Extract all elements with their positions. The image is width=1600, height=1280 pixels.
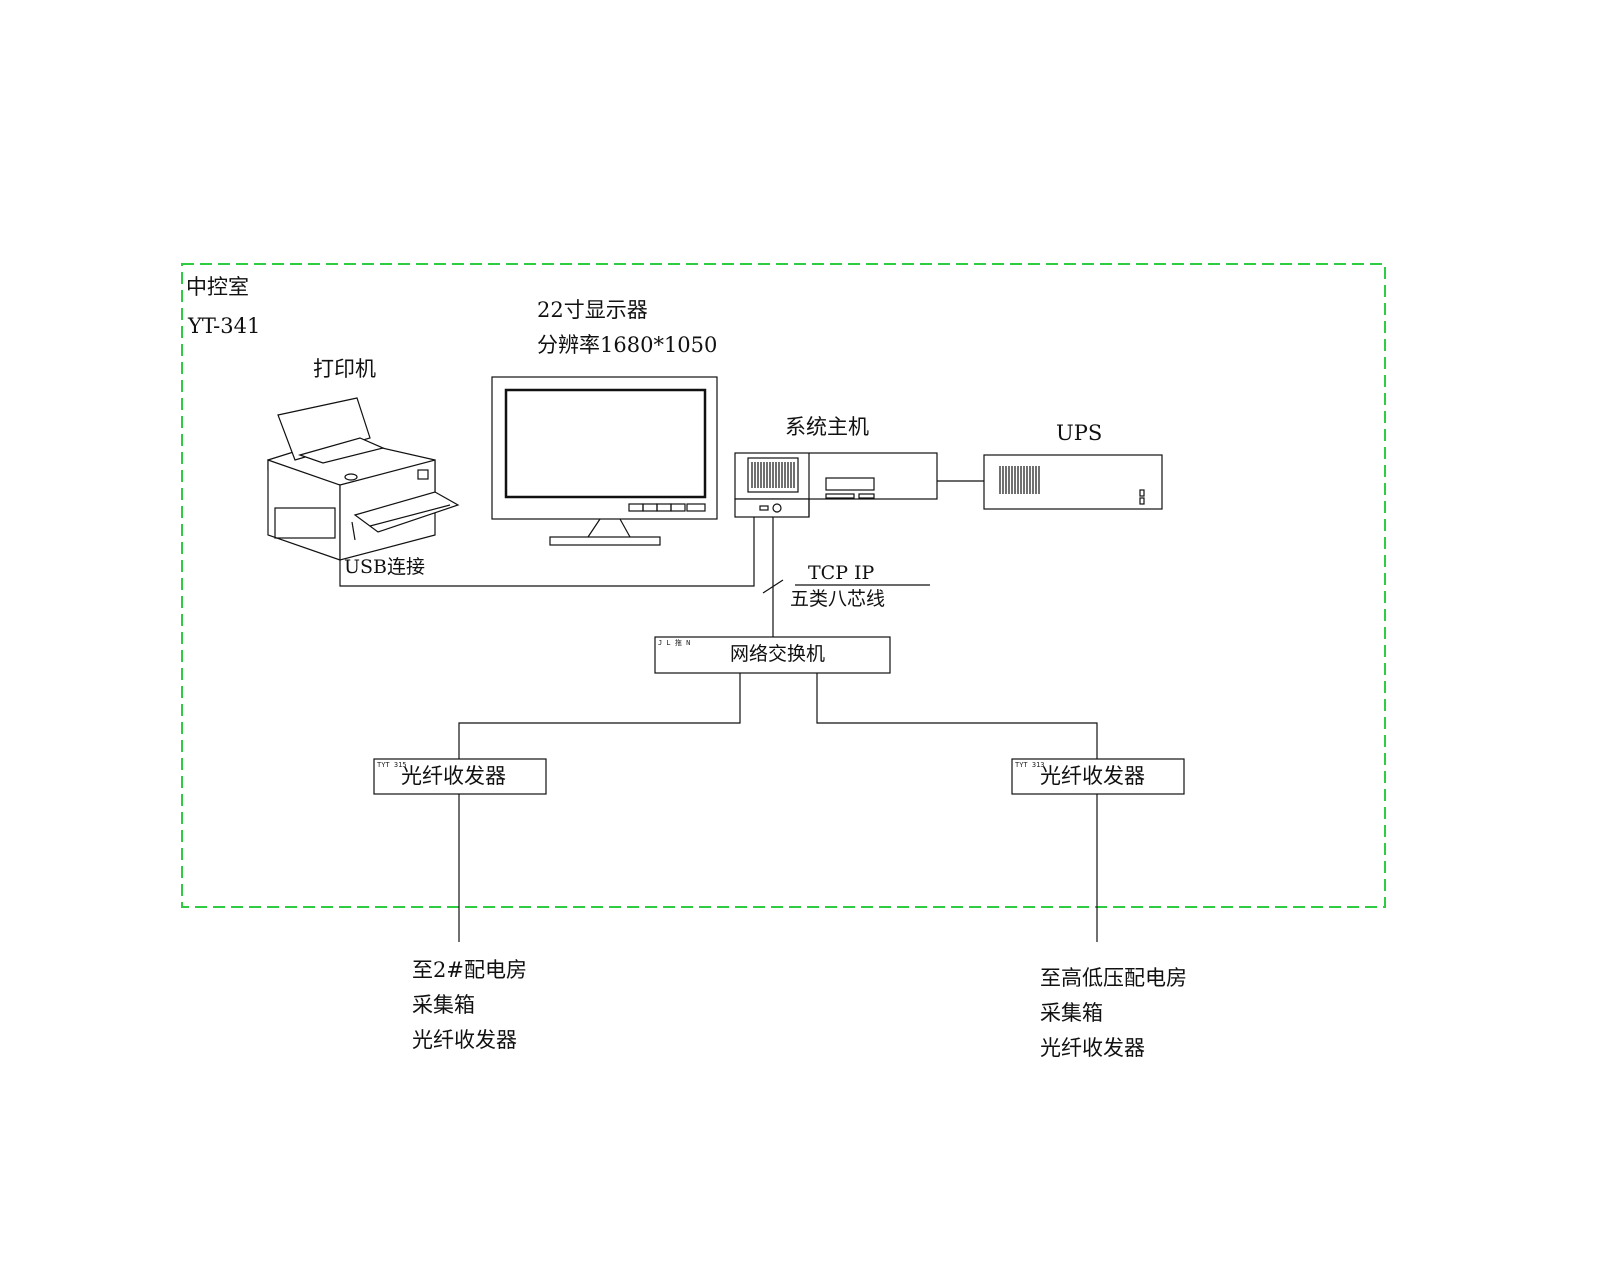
switch-label: 网络交换机 <box>730 643 826 665</box>
network-switch-box <box>654 636 891 674</box>
right-destination: 至高低压配电房 采集箱 光纤收发器 <box>1040 966 1187 1060</box>
cable-slash <box>762 579 784 594</box>
switch-model-label: J L 拖 N <box>658 639 691 647</box>
control-room-boundary <box>181 263 1386 908</box>
monitor-icon <box>491 376 718 546</box>
monitor-resolution-label: 分辨率1680*1050 <box>537 333 718 357</box>
left-destination-line-2: 采集箱 <box>412 993 475 1018</box>
protocol-label: TCP IP <box>808 562 875 584</box>
left-destination-line-3: 光纤收发器 <box>412 1028 517 1053</box>
left-destination-line-1: 至2#配电房 <box>412 958 527 982</box>
room-name: 中控室 <box>186 275 249 299</box>
right-destination-line-2: 采集箱 <box>1040 1001 1103 1026</box>
usb-link <box>339 517 755 587</box>
transceiver-left-model: TYT 315 <box>377 761 407 769</box>
switch-right-link <box>816 673 1098 759</box>
monitor-size-label: 22寸显示器 <box>537 298 648 322</box>
switch-left-link <box>458 673 741 759</box>
host-label: 系统主机 <box>785 415 869 439</box>
transceiver-right-model: TYT 313 <box>1015 761 1045 769</box>
connection-lines <box>339 480 1098 942</box>
transceiver-box-left <box>373 758 547 795</box>
transceiver-box-right <box>1011 758 1185 795</box>
ups-icon <box>983 454 1163 510</box>
left-destination: 至2#配电房 采集箱 光纤收发器 <box>412 958 527 1052</box>
right-destination-line-1: 至高低压配电房 <box>1040 966 1187 990</box>
host-computer-icon <box>734 452 938 518</box>
right-destination-line-3: 光纤收发器 <box>1040 1036 1145 1061</box>
transceiver-right-label: 光纤收发器 <box>1040 764 1145 788</box>
ups-label: UPS <box>1056 421 1103 445</box>
printer-icon <box>267 397 460 561</box>
transceiver-left-label: 光纤收发器 <box>401 764 506 788</box>
room-code: YT-341 <box>188 314 261 338</box>
printer-label: 打印机 <box>313 357 376 381</box>
cable-label: 五类八芯线 <box>790 588 886 610</box>
usb-connection-label: USB连接 <box>344 556 425 578</box>
